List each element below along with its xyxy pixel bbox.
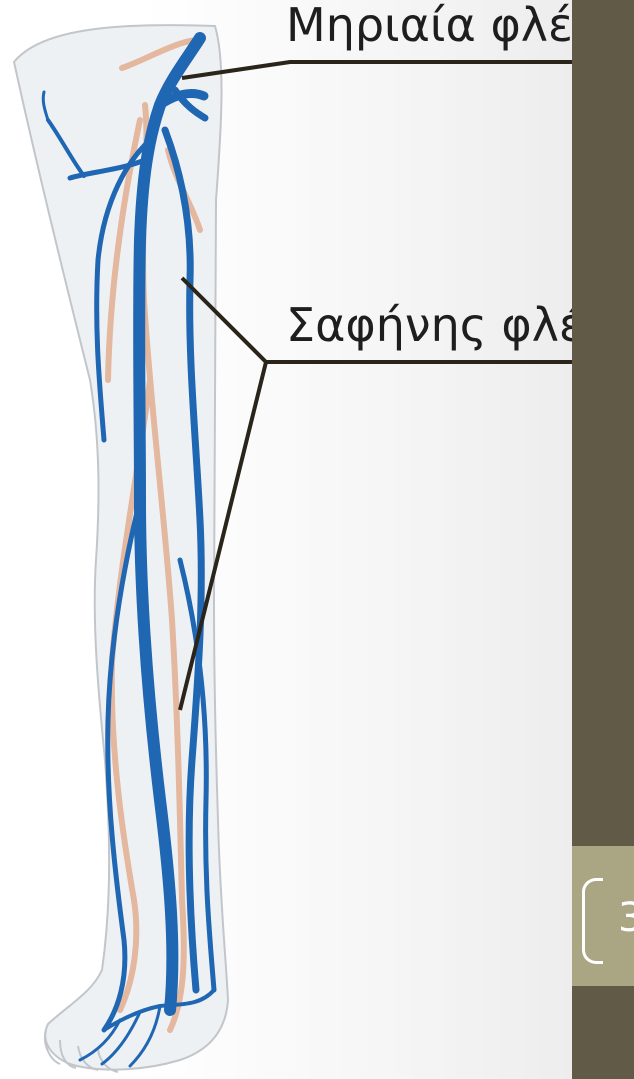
page-number-bracket	[582, 878, 603, 964]
page-number: 3	[618, 893, 634, 943]
leader-lines	[180, 62, 634, 710]
leader-line-femoral	[182, 62, 634, 78]
